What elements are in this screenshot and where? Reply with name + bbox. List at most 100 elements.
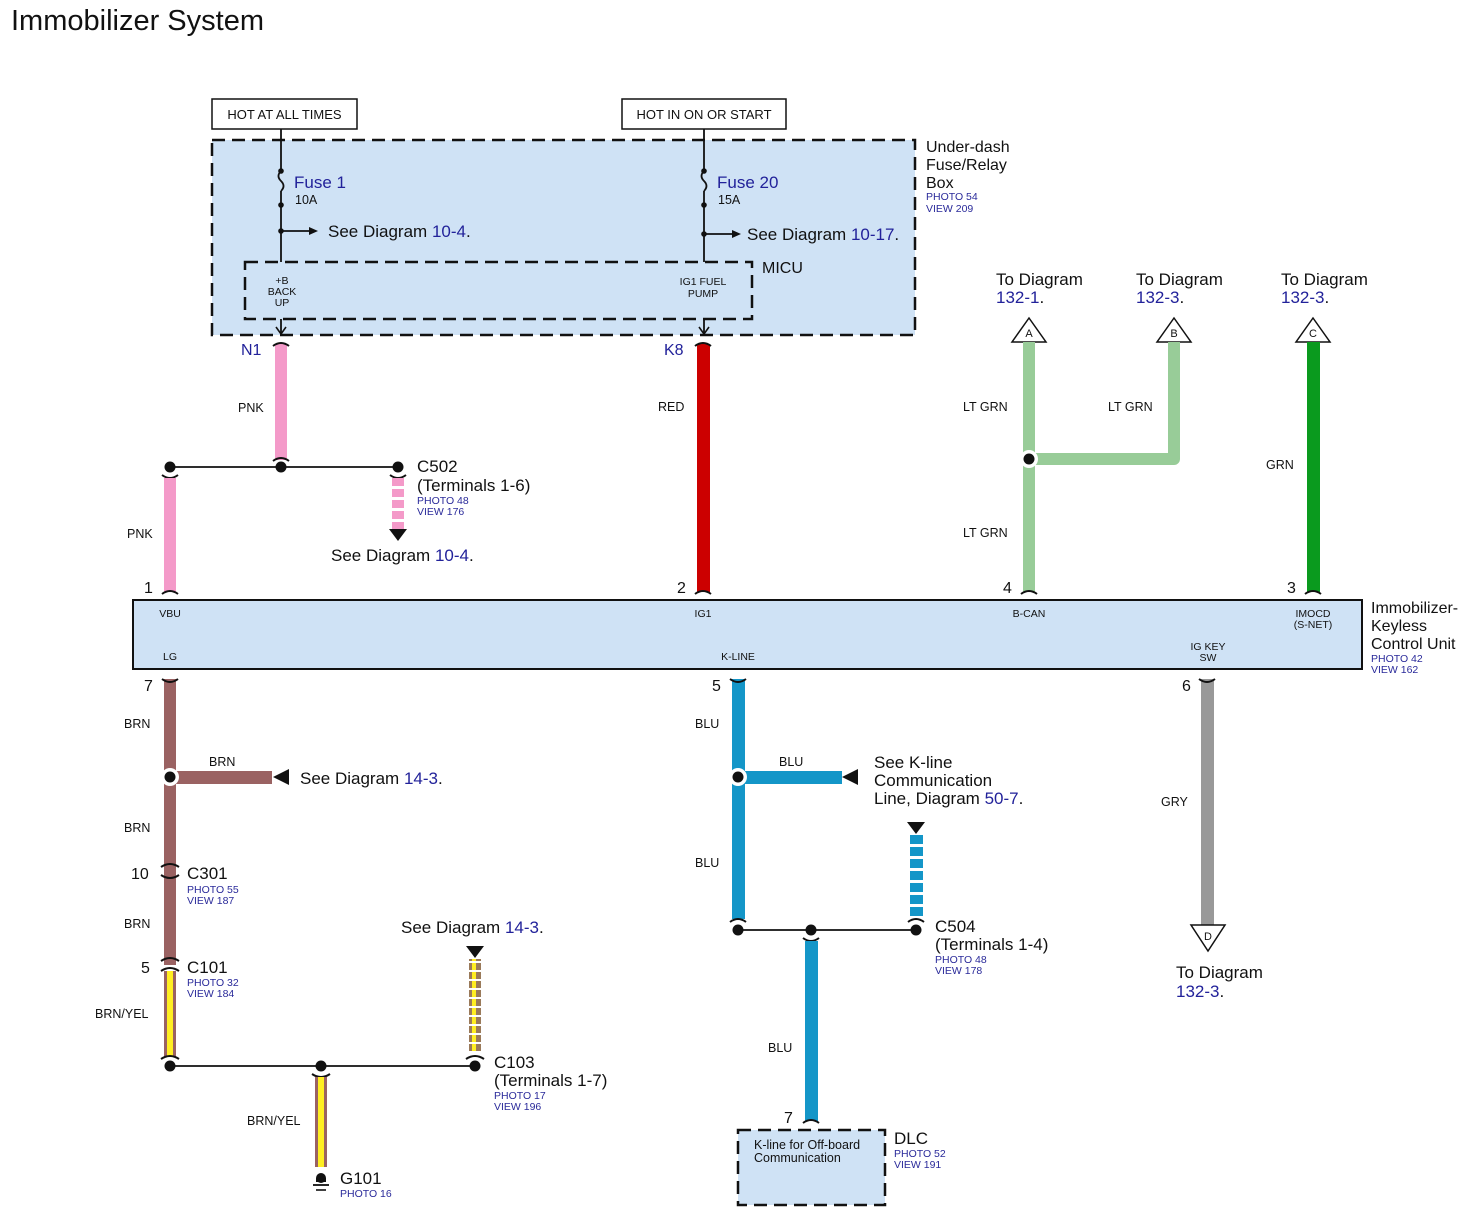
offpage-connector-d[interactable]: D (1189, 924, 1227, 953)
svg-text:C: C (1309, 328, 1317, 340)
pin-number: 2 (677, 580, 686, 597)
diagram-link-10-4[interactable]: 10-4 (432, 222, 466, 241)
pin-number: 10 (131, 866, 149, 883)
diagram-link-132-3[interactable]: 132-3 (1176, 982, 1219, 1001)
diagram-link-132-3[interactable]: 132-3 (1136, 288, 1179, 307)
offpage-b-label: To Diagram (1136, 270, 1223, 289)
c502-name: C502 (417, 457, 458, 476)
immobilizer-control-unit[interactable] (132, 599, 1363, 670)
c502-see-diagram: See Diagram 10-4. (331, 546, 474, 565)
offpage-connector-b[interactable]: B (1155, 316, 1193, 343)
offpage-a-label: To Diagram (996, 270, 1083, 289)
control-unit-name: Keyless (1371, 618, 1427, 635)
wire-blu-dashed[interactable] (907, 822, 925, 916)
c301-photo-link[interactable]: PHOTO 55 (187, 884, 239, 896)
fuse-icon (700, 170, 708, 192)
fuse-20-rating: 15A (718, 193, 741, 207)
control-unit-view-link[interactable]: VIEW 162 (1371, 664, 1418, 676)
wire-brn-yel-ground[interactable] (315, 1077, 327, 1167)
diagram-link-14-3[interactable]: 14-3 (505, 918, 539, 937)
kline-reference: See K-line (874, 753, 952, 772)
wire-pnk-dashed[interactable] (389, 478, 407, 541)
wire-grn[interactable] (1304, 342, 1322, 595)
arrow-down-icon (698, 326, 710, 336)
wire-pnk-lower[interactable] (161, 478, 179, 595)
wire-color-label: BLU (695, 717, 719, 731)
wire-red[interactable] (694, 342, 712, 595)
wire-color-label: BRN/YEL (247, 1114, 301, 1128)
wire-brn[interactable] (160, 678, 289, 965)
pin-number: 4 (1003, 580, 1012, 597)
c103-view-link[interactable]: VIEW 196 (494, 1101, 541, 1113)
g101-name: G101 (340, 1169, 382, 1188)
fuse-20-circuit (698, 129, 741, 336)
c504-view-link[interactable]: VIEW 178 (935, 965, 982, 977)
wire-color-label: BRN/YEL (95, 1007, 149, 1021)
pin-number: 1 (144, 580, 153, 597)
hot-at-all-times-label: HOT AT ALL TIMES (211, 98, 358, 130)
wire-blu[interactable] (729, 678, 858, 923)
micu-terminal-label: PUMP (688, 288, 718, 300)
pin-number: 3 (1287, 580, 1296, 597)
offpage-connector-c[interactable]: C (1294, 316, 1332, 343)
offpage-c-label: To Diagram (1281, 270, 1368, 289)
dlc-name: DLC (894, 1129, 928, 1148)
c101-view-link[interactable]: VIEW 184 (187, 988, 234, 1000)
svg-text:D: D (1204, 931, 1212, 943)
c502-view-link[interactable]: VIEW 176 (417, 506, 464, 518)
c101-name: C101 (187, 958, 228, 977)
fuse-icon (277, 170, 285, 192)
c103-splice (164, 1055, 485, 1078)
wire-color-label: BRN (124, 821, 150, 835)
arrow-down-icon (466, 946, 484, 958)
fuse-1-name: Fuse 1 (294, 173, 346, 192)
diagram-link-10-4[interactable]: 10-4 (435, 546, 469, 565)
wire-brn-yel-dashed[interactable] (466, 946, 484, 1053)
wire-gry[interactable] (1198, 678, 1216, 925)
c502-terminals: (Terminals 1-6) (417, 476, 530, 495)
fuse-box-photo-link[interactable]: PHOTO 54 (926, 191, 978, 203)
dlc-photo-link[interactable]: PHOTO 52 (894, 1148, 946, 1160)
terminal-label: SW (1200, 652, 1217, 664)
dlc-view-link[interactable]: VIEW 191 (894, 1159, 941, 1171)
g101-photo-link[interactable]: PHOTO 16 (340, 1188, 392, 1200)
dlc-box[interactable] (736, 1128, 887, 1207)
micu-pin-k8: K8 (664, 342, 684, 359)
micu-box[interactable] (243, 260, 754, 321)
offpage-c-ref: 132-3. (1281, 288, 1329, 307)
wire-color-label: PNK (238, 401, 264, 415)
c502-splice (161, 461, 407, 479)
control-unit-photo-link[interactable]: PHOTO 42 (1371, 653, 1423, 665)
diagram-link-132-1[interactable]: 132-1 (996, 288, 1039, 307)
ground-icon (313, 1173, 329, 1191)
wire-pnk-upper[interactable] (272, 342, 290, 462)
c103-see-diagram: See Diagram 14-3. (401, 918, 544, 937)
diagram-link-50-7[interactable]: 50-7 (985, 789, 1019, 808)
micu-label: MICU (762, 260, 803, 277)
c504-splice (732, 918, 925, 942)
c502-photo-link[interactable]: PHOTO 48 (417, 495, 469, 507)
hot-in-on-or-start-label: HOT IN ON OR START (621, 98, 787, 130)
wire-lt-grn[interactable] (1020, 342, 1180, 595)
svg-text:A: A (1025, 328, 1033, 340)
svg-text:HOT IN ON OR START: HOT IN ON OR START (636, 107, 771, 122)
pin-number: 5 (141, 960, 150, 977)
offpage-connector-a[interactable]: A (1010, 316, 1048, 343)
c504-photo-link[interactable]: PHOTO 48 (935, 954, 987, 966)
wire-brn-yel[interactable] (160, 967, 180, 1060)
wire-color-label: LT GRN (1108, 400, 1153, 414)
arrow-left-icon (842, 769, 858, 785)
c301-view-link[interactable]: VIEW 187 (187, 895, 234, 907)
c101-photo-link[interactable]: PHOTO 32 (187, 977, 239, 989)
wire-color-label: LT GRN (963, 400, 1008, 414)
kline-reference: Line, Diagram 50-7. (874, 789, 1023, 808)
diagram-link-14-3[interactable]: 14-3 (404, 769, 438, 788)
micu-terminal-label: UP (275, 297, 290, 309)
offpage-d-label: To Diagram (1176, 963, 1263, 982)
diagram-link-10-17[interactable]: 10-17 (851, 225, 894, 244)
fuse-box-view-link[interactable]: VIEW 209 (926, 203, 973, 215)
c103-photo-link[interactable]: PHOTO 17 (494, 1090, 546, 1102)
wire-blu-dlc[interactable] (802, 941, 820, 1124)
diagram-link-132-3[interactable]: 132-3 (1281, 288, 1324, 307)
